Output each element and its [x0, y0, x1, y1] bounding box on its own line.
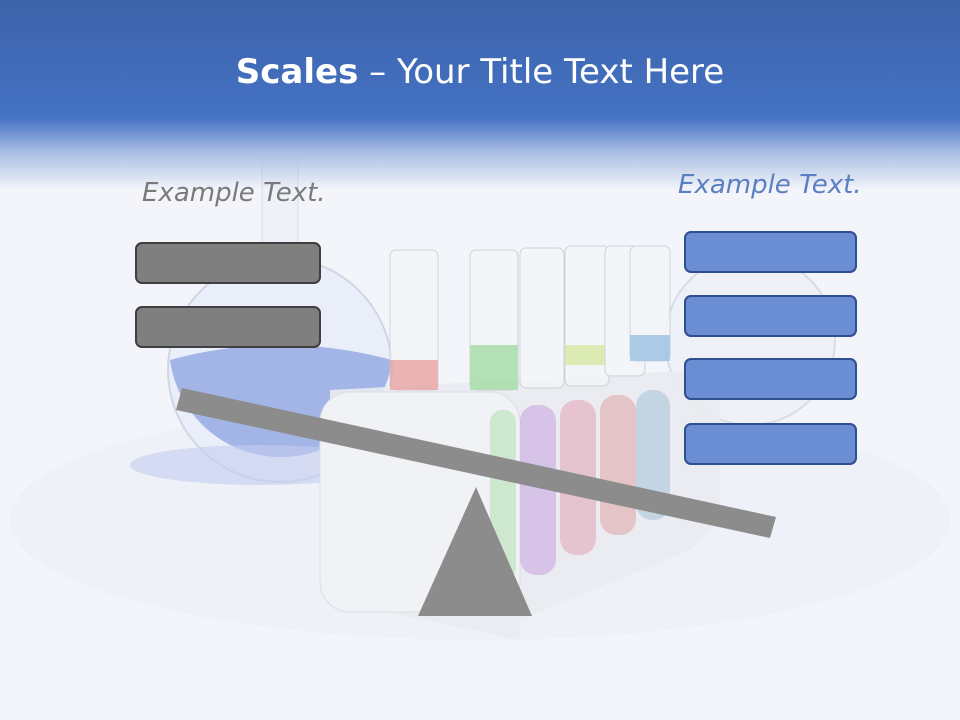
left-box-2 [135, 306, 321, 348]
scale-beam [176, 388, 776, 538]
slide-title: Scales – Your Title Text Here [0, 52, 960, 92]
scale-fulcrum [418, 487, 532, 616]
right-box-4 [684, 423, 857, 465]
right-box-1 [684, 231, 857, 273]
title-rest: – Your Title Text Here [358, 52, 725, 92]
right-box-3 [684, 358, 857, 400]
title-bar [0, 0, 960, 190]
left-example-text: Example Text. [142, 178, 326, 208]
right-box-2 [684, 295, 857, 337]
title-bold: Scales [235, 52, 359, 92]
right-example-text: Example Text. [678, 170, 862, 200]
left-box-1 [135, 242, 321, 284]
